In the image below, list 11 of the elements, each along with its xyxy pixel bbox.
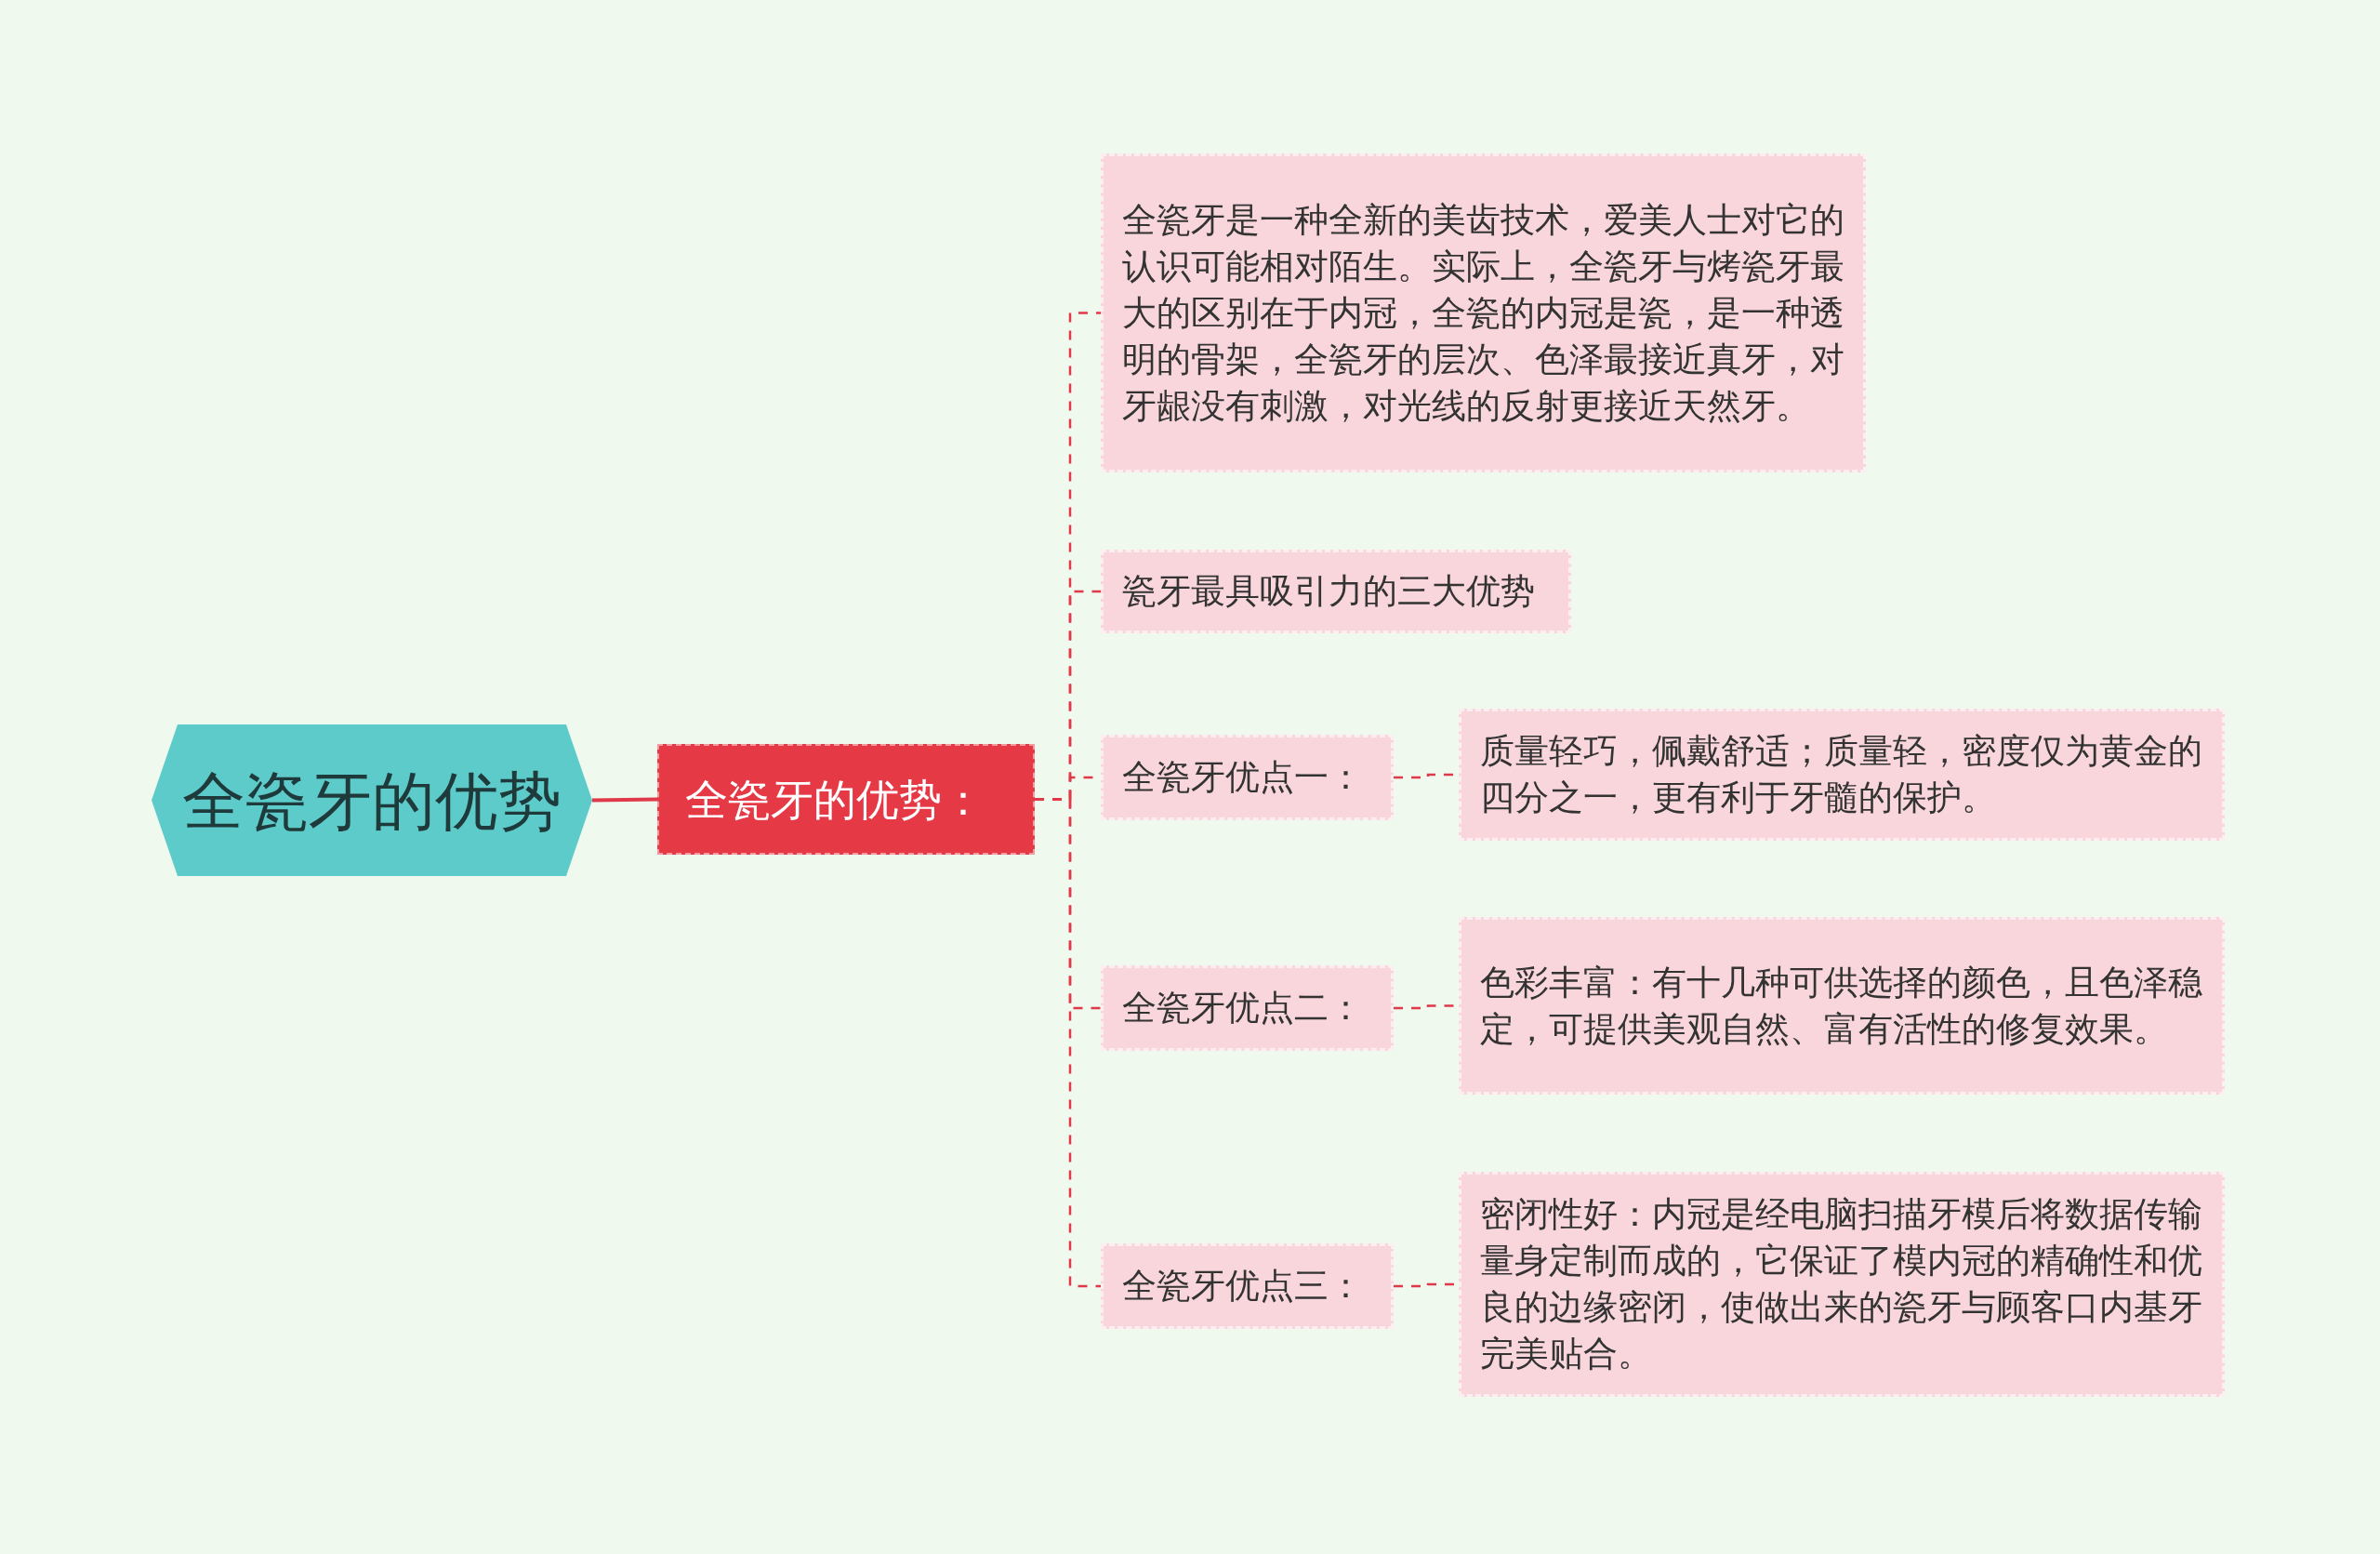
topic-box: 质量轻巧，佩戴舒适；质量轻，密度仅为黄金的四分之一，更有利于牙髓的保护。 xyxy=(1459,709,2225,841)
topic-hexagon: 全瓷牙的优势 xyxy=(152,724,592,876)
topic-box: 瓷牙最具吸引力的三大优势 xyxy=(1101,550,1571,633)
topic-box: 全瓷牙优点三： xyxy=(1101,1243,1394,1329)
topic-box: 密闭性好：内冠是经电脑扫描牙模后将数据传输量身定制而成的，它保证了模内冠的精确性和优良的边缘密闭，使做出来的瓷牙与顾客口内基牙完美贴合。 xyxy=(1459,1172,2225,1397)
topic-box: 色彩丰富：有十几种可供选择的颜色，且色泽稳定，可提供美观自然、富有活性的修复效果。 xyxy=(1459,917,2225,1095)
subtopic-box: 全瓷牙的优势： xyxy=(657,744,1035,855)
topic-box: 全瓷牙优点二： xyxy=(1101,965,1394,1051)
connector-line xyxy=(591,797,658,803)
topic-box: 全瓷牙优点一： xyxy=(1101,735,1394,820)
topic-box: 全瓷牙是一种全新的美齿技术，爱美人士对它的认识可能相对陌生。实际上，全瓷牙与烤瓷牙最大的区别在于内冠，全瓷的内冠是瓷，是一种透明的骨架，全瓷牙的层次、色泽最接近真牙，对牙龈没有刺激，对光线的反射更接近天然牙。 xyxy=(1101,153,1866,472)
